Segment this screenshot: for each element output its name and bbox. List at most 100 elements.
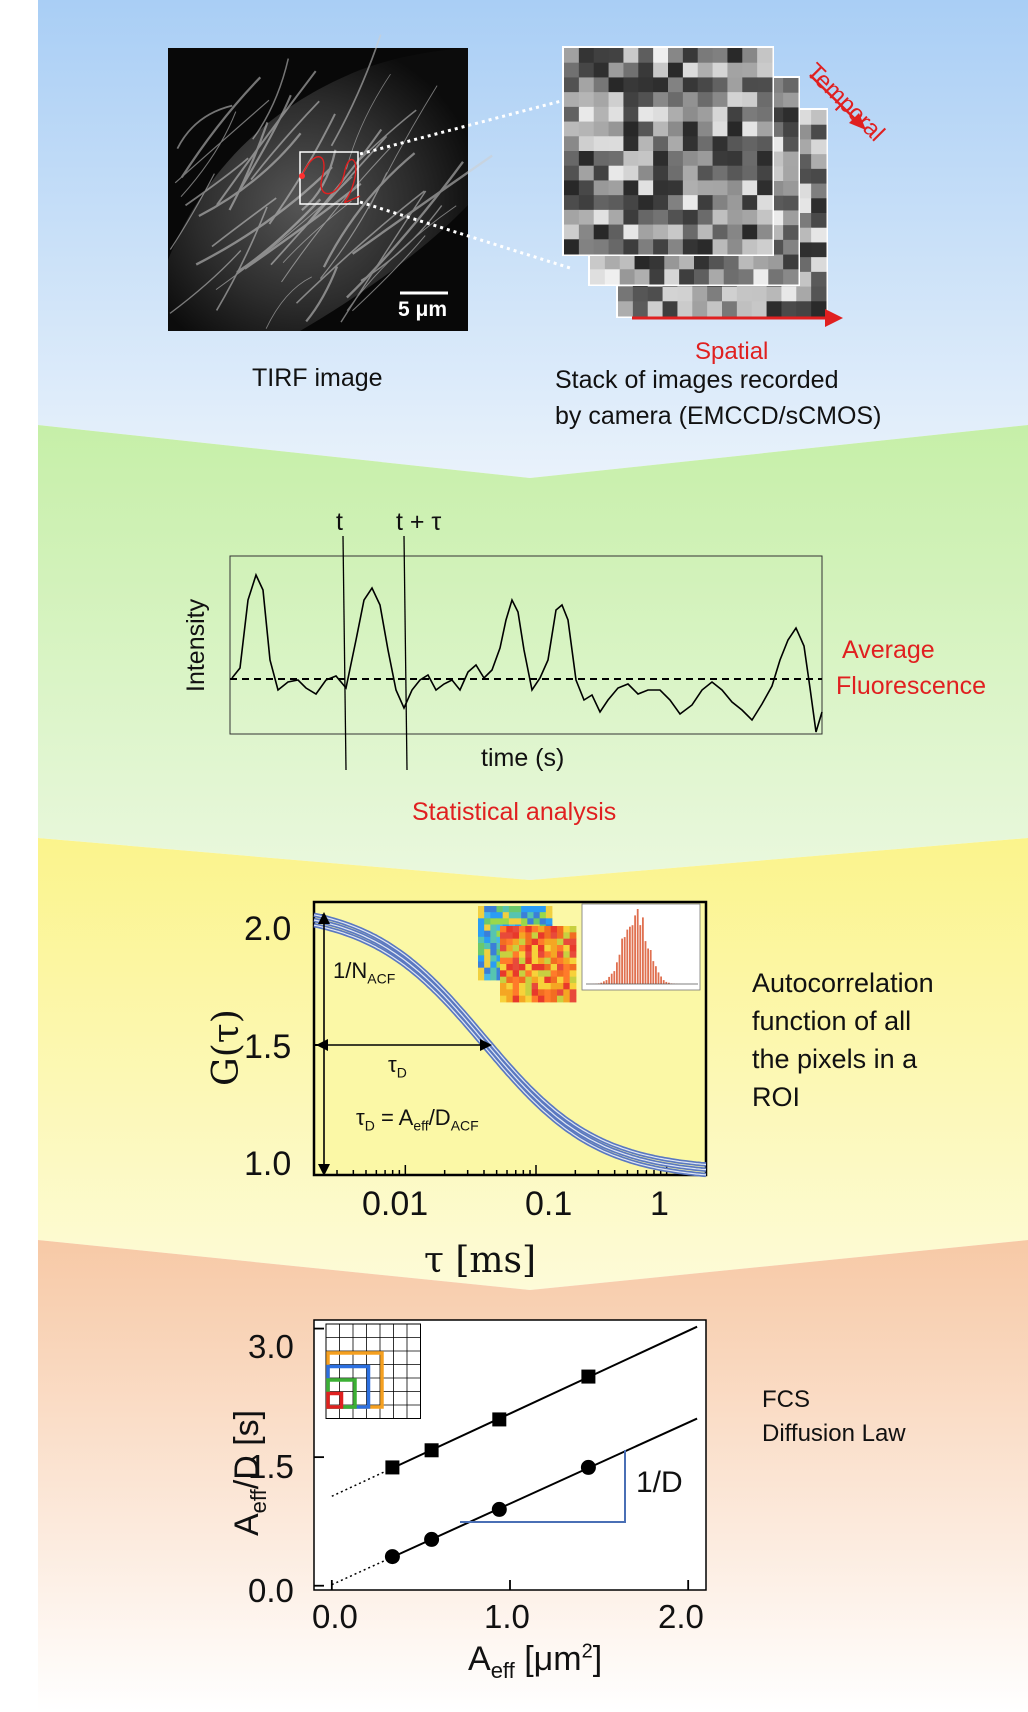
heatmap-cell — [484, 961, 491, 969]
stack-pixel — [757, 92, 773, 108]
stack-pixel — [712, 209, 728, 226]
histogram-bar — [636, 909, 639, 984]
acf-curve-highlight — [313, 919, 707, 1171]
data-point-square — [385, 1460, 400, 1475]
stack-pixel — [712, 62, 728, 78]
heatmap-cell — [544, 957, 552, 965]
stack-pixel — [668, 151, 684, 167]
data-point-square — [581, 1369, 596, 1384]
stack-pixel — [708, 269, 725, 285]
dl-ytick-0: 0.0 — [248, 1572, 294, 1609]
heatmap-cell — [490, 949, 497, 956]
stack-pixel — [783, 107, 799, 123]
histogram-bar — [655, 966, 657, 984]
stack-pixel — [742, 121, 758, 137]
stack-pixel — [697, 165, 714, 181]
stack-pixel — [682, 195, 699, 211]
stack-pixel — [653, 62, 669, 78]
stack-pixel — [608, 165, 624, 181]
heatmap-cell — [539, 912, 547, 919]
stack-pixel — [697, 209, 714, 226]
scale-bar-label: 5 μm — [398, 298, 448, 321]
heatmap-cell — [563, 932, 571, 940]
heatmap-cell — [506, 926, 514, 933]
heatmap-cell — [478, 961, 485, 969]
tau-d-equation: τD = Aeff/DACF — [356, 1105, 479, 1134]
heatmap-cell — [545, 912, 553, 919]
stack-pixel — [638, 62, 654, 78]
stack-pixel — [638, 48, 654, 64]
stack-pixel — [757, 209, 773, 226]
heatmap-cell — [557, 995, 564, 1003]
stack-pixel — [578, 92, 595, 108]
stack-pixel — [742, 62, 758, 78]
actin-fiber — [236, 198, 322, 274]
actin-fiber — [368, 85, 438, 209]
stack-pixel — [697, 106, 714, 123]
t-tau-line — [403, 535, 408, 771]
heatmap-cell — [484, 949, 491, 956]
actin-fiber — [169, 250, 242, 314]
stack-pixel — [727, 195, 743, 211]
histogram-bar — [629, 926, 631, 984]
stack-pixel — [593, 62, 610, 78]
heatmap-cell — [569, 970, 577, 978]
diffusion-fit-lines — [331, 1325, 698, 1586]
stack-pixel — [783, 254, 799, 270]
stack-pixel — [608, 92, 624, 108]
stack-pixel — [618, 301, 634, 317]
actin-fiber — [305, 266, 339, 323]
heatmap-cell — [538, 995, 545, 1003]
heatmap-cell — [502, 906, 510, 913]
stack-pixel — [564, 224, 580, 240]
stack-pixel — [768, 269, 784, 285]
stack-pixel — [638, 151, 654, 167]
stack-pixel — [811, 301, 827, 317]
heatmap-cell — [544, 945, 552, 952]
stack-pixel — [796, 154, 812, 170]
stack-pixel — [712, 106, 728, 123]
heatmap-cell — [490, 967, 497, 975]
heatmap-cell — [478, 973, 485, 981]
heatmap-cell — [500, 964, 507, 971]
actin-fiber — [330, 34, 382, 147]
heatmap-cell — [519, 995, 526, 1003]
time-axis-label: time (s) — [481, 744, 565, 772]
stack-pixel — [796, 213, 812, 229]
stack-pixel — [712, 180, 728, 196]
heatmap-cell — [563, 976, 571, 984]
stack-pixel — [653, 48, 669, 64]
stack-pixel — [623, 165, 639, 181]
heatmap-cell — [557, 970, 564, 978]
heatmap-cell — [563, 983, 571, 990]
stack-pixel — [694, 269, 710, 285]
stack-pixel — [766, 286, 782, 302]
actin-fiber — [216, 70, 317, 206]
stack-pixel — [727, 136, 743, 152]
dl-xtick-0: 0.0 — [312, 1598, 358, 1635]
fit-extrapolation — [331, 1556, 393, 1586]
stack-pixel — [564, 209, 580, 226]
heatmap-cell — [512, 951, 520, 959]
heatmap-cell — [500, 995, 507, 1003]
stack-pixel — [742, 239, 758, 255]
heatmap-cell — [519, 983, 526, 990]
stack-pixel — [742, 136, 758, 152]
heatmap-cell — [550, 983, 558, 990]
heatmap-cell — [563, 995, 571, 1003]
actin-fiber — [215, 176, 353, 291]
stack-pixel — [727, 239, 743, 255]
stack-pixel — [742, 180, 758, 196]
heatmap-cell — [533, 912, 541, 919]
stack-pixel — [796, 110, 812, 126]
stack-pixel — [590, 254, 606, 270]
actin-fiber — [195, 166, 333, 266]
stack-pixel — [697, 48, 714, 64]
stack-pixel — [578, 62, 595, 78]
heatmap-cell — [538, 989, 545, 997]
heatmap-cell — [478, 930, 485, 938]
heatmap-cell — [500, 989, 507, 997]
stack-pixel — [653, 106, 669, 123]
stack-pixel — [811, 110, 827, 126]
t-label: t — [336, 508, 343, 536]
